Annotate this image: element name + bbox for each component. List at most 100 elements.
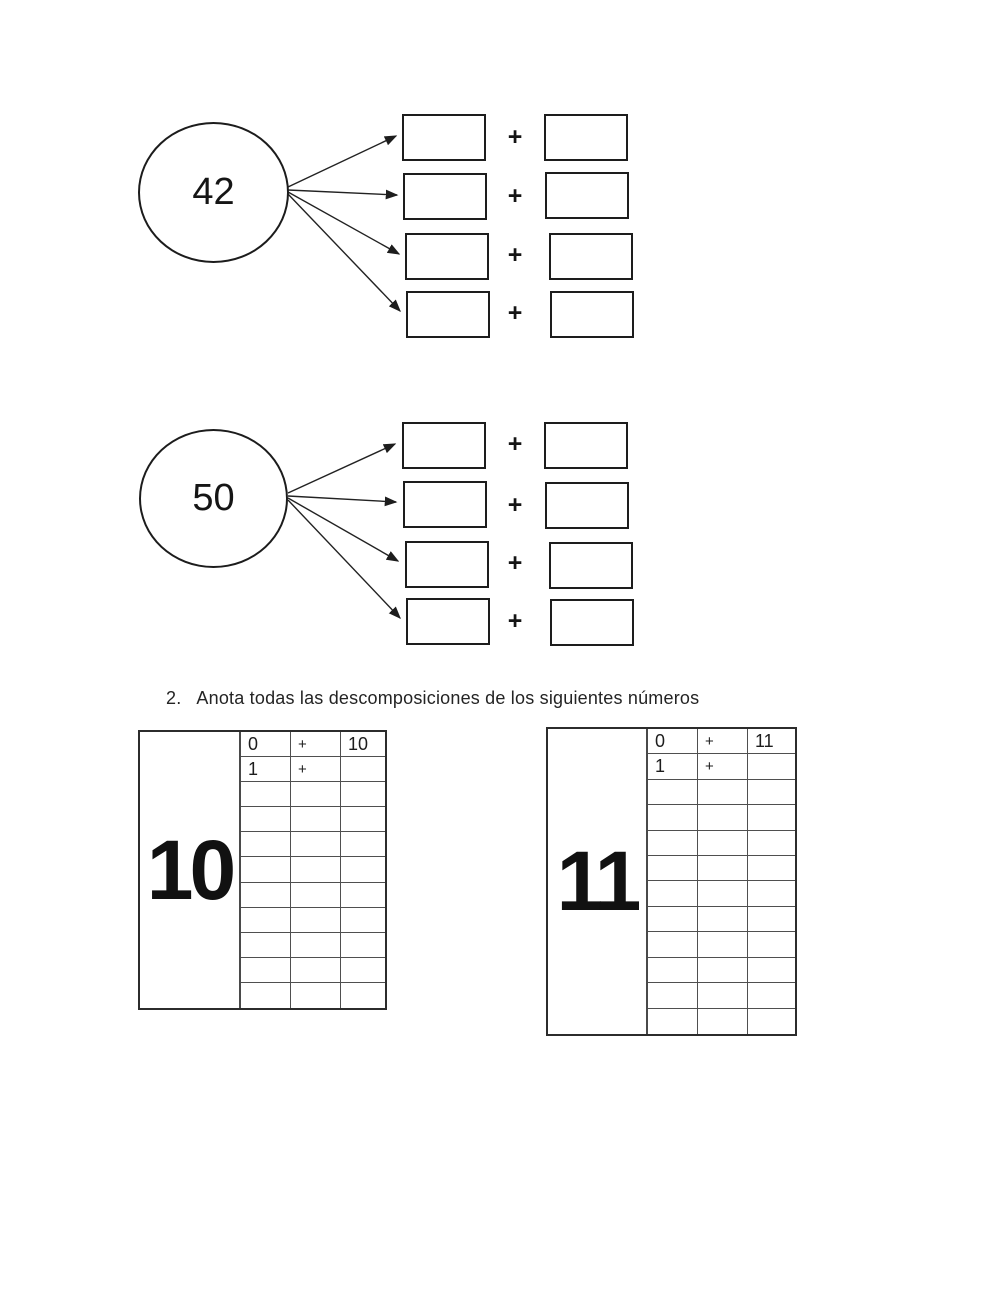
- table-cell[interactable]: [698, 856, 748, 882]
- table-cell[interactable]: [698, 830, 748, 857]
- table-cell[interactable]: [698, 1008, 748, 1034]
- decomposition-box[interactable]: [406, 598, 490, 645]
- arrow-line: [287, 191, 401, 255]
- decomposition-box[interactable]: [405, 233, 489, 280]
- table-cell[interactable]: [291, 932, 341, 958]
- plus-sign: +: [507, 299, 523, 327]
- table-cell[interactable]: [341, 832, 385, 858]
- decomposition-box[interactable]: [545, 172, 629, 219]
- table-grid: 0 + 10 1 +: [239, 732, 385, 1008]
- decomposition-box[interactable]: [544, 114, 628, 161]
- table-cell[interactable]: [748, 958, 795, 984]
- table-cell[interactable]: [241, 957, 291, 983]
- table-cell[interactable]: [241, 782, 291, 808]
- decomposition-box[interactable]: [402, 114, 486, 161]
- table-cell[interactable]: [291, 982, 341, 1008]
- table-cell[interactable]: [648, 805, 698, 831]
- table-cell[interactable]: [748, 856, 795, 882]
- table-cell[interactable]: [341, 958, 385, 983]
- table-cell[interactable]: [648, 779, 698, 806]
- table-cell[interactable]: [241, 807, 291, 833]
- table-cell[interactable]: [648, 881, 698, 907]
- arrow-line: [287, 499, 401, 620]
- decomposition-box[interactable]: [549, 542, 633, 589]
- decomposition-table-11: 11 0 + 11 1 +: [546, 727, 797, 1036]
- table-cell[interactable]: [648, 932, 698, 958]
- table-cell: +: [698, 754, 748, 780]
- table-cell[interactable]: [698, 957, 748, 984]
- table-cell[interactable]: [341, 908, 385, 933]
- table-cell[interactable]: [341, 807, 385, 833]
- table-cell[interactable]: [648, 906, 698, 933]
- decomposition-box[interactable]: [402, 422, 486, 469]
- table-cell[interactable]: [291, 882, 341, 908]
- table-cell[interactable]: [341, 757, 385, 783]
- table-cell[interactable]: [698, 881, 748, 907]
- decomposition-box[interactable]: [549, 233, 633, 280]
- decomposition-box[interactable]: [550, 291, 634, 338]
- arrow-line: [287, 443, 397, 494]
- table-cell[interactable]: [291, 857, 341, 883]
- table-cell[interactable]: [241, 832, 291, 858]
- table-cell[interactable]: [748, 983, 795, 1009]
- table-cell[interactable]: [748, 754, 795, 780]
- table-cell[interactable]: [698, 805, 748, 831]
- table-cell[interactable]: [291, 907, 341, 933]
- table-grid: 0 + 11 1 +: [646, 729, 795, 1034]
- table-cell[interactable]: [241, 932, 291, 958]
- decomposition-box[interactable]: [403, 173, 487, 220]
- table-cell[interactable]: [648, 983, 698, 1009]
- table-cell[interactable]: [341, 782, 385, 808]
- table-cell[interactable]: [241, 882, 291, 908]
- decomposition-box[interactable]: [545, 482, 629, 529]
- decomposition-table-10: 10 0 + 10 1 +: [138, 730, 387, 1010]
- decomposition-box[interactable]: [544, 422, 628, 469]
- decomposition-box[interactable]: [550, 599, 634, 646]
- arrow-line: [287, 135, 398, 188]
- plus-sign: +: [507, 549, 523, 577]
- table-cell[interactable]: [291, 957, 341, 983]
- table-cell[interactable]: [748, 831, 795, 857]
- table-cell: +: [291, 732, 341, 758]
- table-cell[interactable]: [241, 907, 291, 933]
- decomposition-box[interactable]: [403, 481, 487, 528]
- table-cell[interactable]: [291, 782, 341, 808]
- table-cell[interactable]: [241, 982, 291, 1008]
- table-cell[interactable]: [648, 856, 698, 882]
- table-cell[interactable]: [748, 780, 795, 806]
- table-cell[interactable]: [748, 1009, 795, 1034]
- table-cell[interactable]: [698, 906, 748, 933]
- circle-number: 42: [192, 171, 235, 213]
- table-cell[interactable]: [341, 883, 385, 908]
- table-cell[interactable]: [291, 832, 341, 858]
- table-cell: 1: [241, 757, 291, 783]
- table-cell[interactable]: [648, 1008, 698, 1034]
- table-cell[interactable]: [748, 907, 795, 933]
- arrow-line: [287, 497, 400, 562]
- table-cell[interactable]: [341, 933, 385, 958]
- table-cell: 0: [241, 732, 291, 758]
- table-cell: 0: [648, 729, 698, 755]
- table-cell[interactable]: [698, 779, 748, 806]
- decomposition-box[interactable]: [405, 541, 489, 588]
- table-cell: 11: [748, 729, 795, 755]
- instruction-item-number: 2.: [166, 688, 182, 708]
- table-cell[interactable]: [291, 807, 341, 833]
- table-cell[interactable]: [748, 881, 795, 907]
- table-cell[interactable]: [748, 805, 795, 831]
- table-cell[interactable]: [341, 857, 385, 883]
- table-cell[interactable]: [241, 857, 291, 883]
- table-cell[interactable]: [698, 932, 748, 958]
- circle-number: 50: [192, 477, 235, 519]
- table-cell[interactable]: [648, 957, 698, 984]
- arrow-line: [287, 189, 399, 200]
- table-cell[interactable]: [648, 830, 698, 857]
- table-cell[interactable]: [341, 983, 385, 1008]
- number-circle-50: 50: [139, 429, 288, 568]
- table-cell[interactable]: [698, 983, 748, 1009]
- decomposition-box[interactable]: [406, 291, 490, 338]
- plus-sign: +: [507, 491, 523, 519]
- table-cell[interactable]: [748, 932, 795, 958]
- number-circle-42: 42: [138, 122, 289, 263]
